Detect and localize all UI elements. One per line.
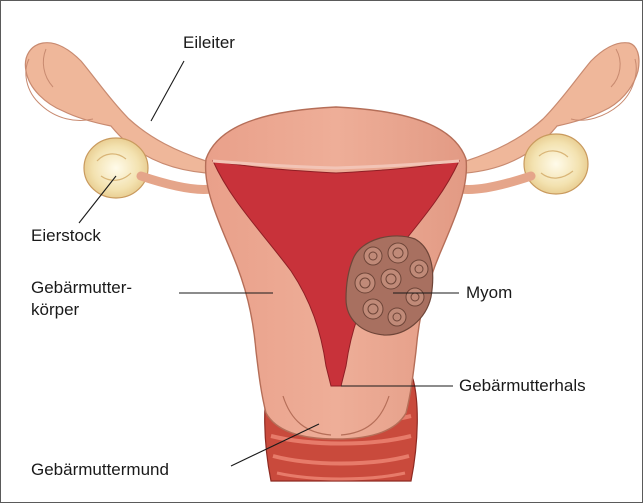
label-eileiter: Eileiter [183, 33, 235, 53]
label-eierstock: Eierstock [31, 226, 101, 246]
label-gebaermutterkoerper-line1: Gebärmutter- [31, 278, 132, 298]
right-ovary [524, 134, 588, 194]
leader-eileiter [151, 61, 184, 121]
label-gebaermutterkoerper-line2: körper [31, 300, 79, 320]
left-ovarian-ligament [141, 176, 211, 189]
label-gebaermutterhals: Gebärmutterhals [459, 376, 586, 396]
right-ovarian-ligament [461, 176, 531, 189]
left-ovary [84, 138, 148, 198]
label-gebaermuttermund: Gebärmuttermund [31, 460, 169, 480]
label-myom: Myom [466, 283, 512, 303]
